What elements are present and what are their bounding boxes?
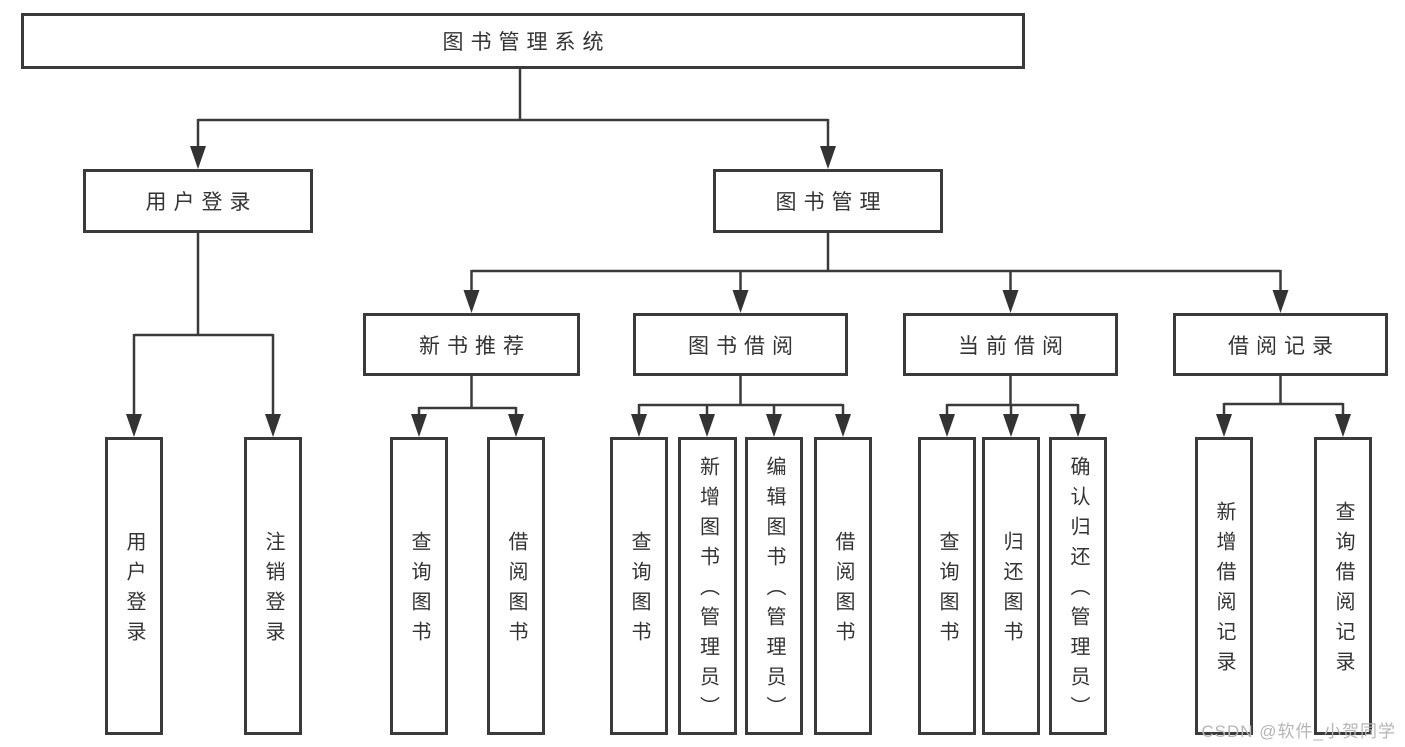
leaf-label: 借阅图书 bbox=[505, 531, 527, 651]
connector-bookmgmt-to-level3 bbox=[463, 233, 1289, 313]
node-current-borrow: 当前借阅 bbox=[903, 313, 1118, 376]
node-borrow-records: 借阅记录 bbox=[1173, 313, 1388, 376]
leaf-label: 确认归还（管理员） bbox=[1067, 456, 1089, 726]
leaf-label: 新增借阅记录 bbox=[1213, 501, 1235, 681]
leaf-label: 注销登录 bbox=[262, 531, 284, 651]
leaf-add-book-admin: 新增图书（管理员） bbox=[678, 437, 737, 735]
node-root: 图书管理系统 bbox=[21, 13, 1025, 69]
connector-newbook-to-leaves bbox=[411, 376, 524, 437]
leaf-label: 用户登录 bbox=[123, 531, 145, 651]
leaf-edit-book-admin: 编辑图书（管理员） bbox=[745, 437, 803, 735]
connector-root-to-level2 bbox=[190, 69, 836, 169]
leaf-label: 查询借阅记录 bbox=[1332, 501, 1354, 681]
leaf-label: 新增图书（管理员） bbox=[696, 456, 719, 726]
connector-userlogin-to-leaves bbox=[126, 233, 281, 437]
connector-current-to-leaves bbox=[939, 376, 1086, 437]
leaf-user-login: 用户登录 bbox=[105, 437, 163, 735]
node-new-book-recommend: 新书推荐 bbox=[363, 313, 580, 376]
leaf-add-borrow-record: 新增借阅记录 bbox=[1195, 437, 1253, 735]
connector-borrow-to-leaves bbox=[631, 376, 851, 437]
leaf-label: 查询图书 bbox=[936, 531, 958, 651]
csdn-watermark: CSDN @软件_小贺同学 bbox=[1201, 722, 1396, 741]
leaf-label: 查询图书 bbox=[628, 531, 650, 651]
leaf-query-book: 查询图书 bbox=[610, 437, 668, 735]
node-book-management: 图书管理 bbox=[713, 169, 943, 233]
leaf-query-book-recommend: 查询图书 bbox=[390, 437, 448, 735]
leaf-label: 查询图书 bbox=[408, 531, 430, 651]
leaf-borrow-book: 借阅图书 bbox=[814, 437, 872, 735]
leaf-label: 归还图书 bbox=[1000, 531, 1022, 651]
leaf-label: 借阅图书 bbox=[832, 531, 854, 651]
leaf-logout: 注销登录 bbox=[244, 437, 302, 735]
leaf-query-borrow-record: 查询借阅记录 bbox=[1314, 437, 1372, 735]
node-user-login: 用户登录 bbox=[83, 169, 313, 233]
leaf-label: 编辑图书（管理员） bbox=[763, 456, 785, 726]
node-book-borrow: 图书借阅 bbox=[633, 313, 848, 376]
leaf-query-book-current: 查询图书 bbox=[918, 437, 976, 735]
connector-records-to-leaves bbox=[1216, 376, 1351, 437]
leaf-borrow-book-recommend: 借阅图书 bbox=[487, 437, 545, 735]
leaf-confirm-return-admin: 确认归还（管理员） bbox=[1049, 437, 1107, 735]
leaf-return-book: 归还图书 bbox=[982, 437, 1040, 735]
